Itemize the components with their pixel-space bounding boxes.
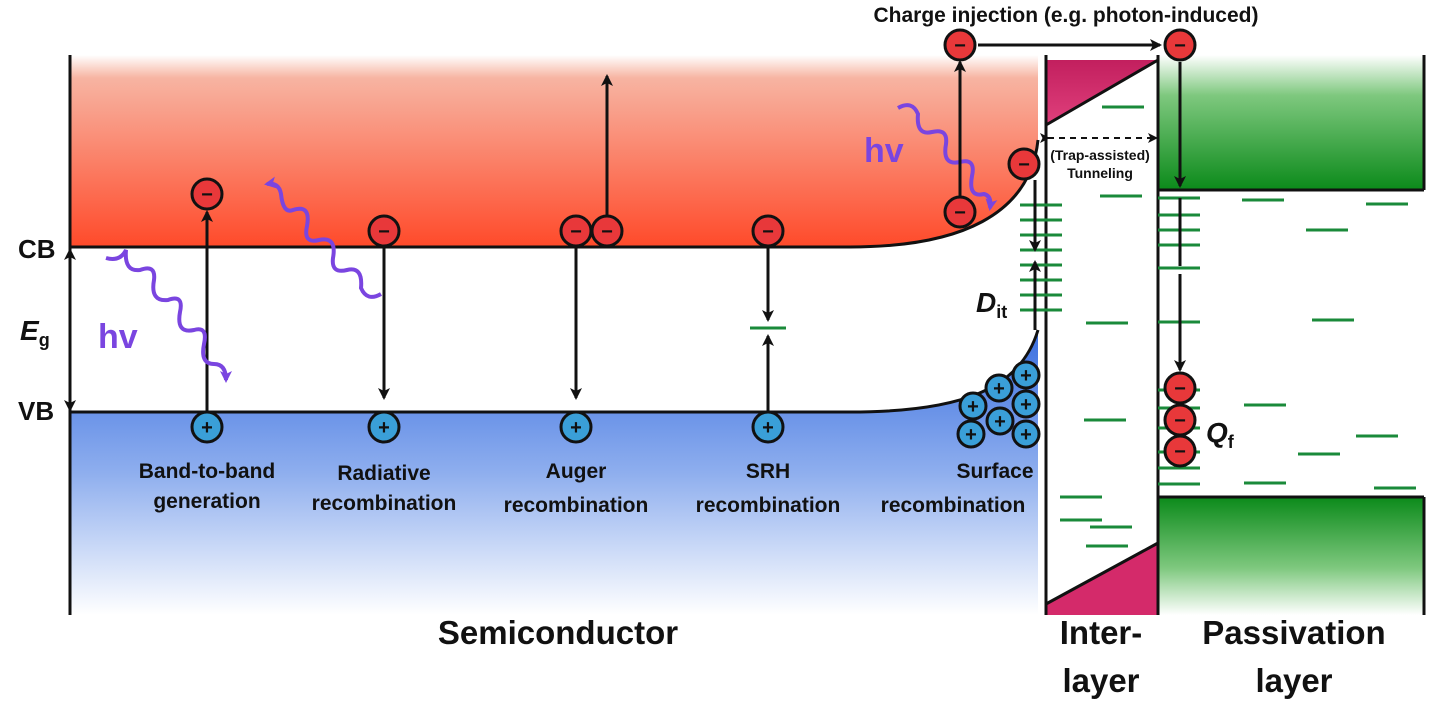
- electron: −: [1163, 434, 1197, 468]
- svg-text:−: −: [378, 221, 390, 243]
- hole: +: [751, 410, 785, 444]
- passivation-cb: [1158, 55, 1424, 190]
- conduction-band: [70, 55, 1038, 247]
- vb-label: VB: [18, 396, 54, 426]
- process-label-line2: recombination: [881, 494, 1026, 517]
- hole: +: [985, 406, 1015, 436]
- electron: −: [1163, 403, 1197, 437]
- svg-text:−: −: [601, 221, 613, 243]
- eg-label: Eg: [20, 315, 50, 350]
- hole: +: [1011, 360, 1041, 390]
- svg-text:−: −: [762, 221, 774, 243]
- hole: +: [956, 419, 986, 449]
- photon-wave-radiative: [264, 176, 382, 299]
- hole: +: [958, 391, 988, 421]
- electron: −: [943, 195, 977, 229]
- passivation-label-line2: layer: [1255, 662, 1332, 699]
- interlayer-label-line1: Inter-: [1060, 614, 1143, 651]
- svg-text:+: +: [1020, 365, 1032, 387]
- tunneling-label-line1: (Trap-assisted): [1050, 147, 1150, 163]
- process-label-line1: SRH: [746, 460, 790, 483]
- electron: −: [751, 214, 785, 248]
- svg-text:+: +: [378, 417, 390, 439]
- cb-label: CB: [18, 234, 56, 264]
- valence-band: [70, 330, 1038, 615]
- qf-label: Qf: [1206, 417, 1235, 452]
- hole: +: [559, 410, 593, 444]
- process-label-line1: Band-to-band: [139, 460, 275, 483]
- tunneling-label-line2: Tunneling: [1067, 165, 1133, 181]
- electron: −: [1163, 371, 1197, 405]
- svg-text:+: +: [762, 417, 774, 439]
- process-label-line2: recombination: [696, 494, 841, 517]
- svg-text:−: −: [1174, 35, 1186, 57]
- svg-text:−: −: [201, 184, 213, 206]
- svg-text:+: +: [994, 411, 1006, 433]
- hole: +: [367, 410, 401, 444]
- photon-wave-injection: [897, 103, 998, 211]
- svg-text:+: +: [993, 378, 1005, 400]
- process-label-line1: Auger: [546, 460, 607, 483]
- svg-text:+: +: [570, 417, 582, 439]
- hole: +: [1011, 419, 1041, 449]
- interlayer-label-line2: layer: [1062, 662, 1139, 699]
- svg-text:+: +: [965, 424, 977, 446]
- svg-text:+: +: [1020, 424, 1032, 446]
- passivation-label-line1: Passivation: [1202, 614, 1385, 651]
- hole: +: [190, 410, 224, 444]
- svg-text:−: −: [1174, 441, 1186, 463]
- electron: −: [1007, 147, 1041, 181]
- electron: −: [190, 177, 224, 211]
- interlayer-vb: [1046, 543, 1158, 615]
- svg-text:−: −: [954, 35, 966, 57]
- electron: −: [943, 28, 977, 62]
- electron: −: [559, 214, 593, 248]
- electron: −: [367, 214, 401, 248]
- passivation-vb: [1158, 497, 1424, 615]
- hole: +: [1011, 389, 1041, 419]
- charge-injection-label: Charge injection (e.g. photon-induced): [874, 4, 1259, 27]
- process-label-line2: generation: [153, 490, 260, 513]
- svg-text:+: +: [1020, 394, 1032, 416]
- process-label-line2: recombination: [312, 492, 457, 515]
- semiconductor-label: Semiconductor: [438, 614, 678, 651]
- electron: −: [590, 214, 624, 248]
- dit-label: Dit: [976, 287, 1007, 322]
- vb-edge: [70, 329, 1040, 414]
- svg-text:−: −: [1174, 378, 1186, 400]
- svg-text:+: +: [967, 396, 979, 418]
- hv-label-generation: hv: [98, 318, 138, 356]
- hv-label-injection: hv: [864, 132, 904, 170]
- svg-text:−: −: [570, 221, 582, 243]
- electron: −: [1163, 28, 1197, 62]
- photon-wave-generation: [105, 249, 232, 383]
- process-label-line2: recombination: [504, 494, 649, 517]
- svg-text:−: −: [1174, 410, 1186, 432]
- process-label-line1: Radiative: [337, 462, 430, 485]
- svg-text:−: −: [954, 202, 966, 224]
- hole: +: [984, 373, 1014, 403]
- svg-text:−: −: [1018, 154, 1030, 176]
- process-label-line1: Surface: [956, 460, 1033, 483]
- svg-text:+: +: [201, 417, 213, 439]
